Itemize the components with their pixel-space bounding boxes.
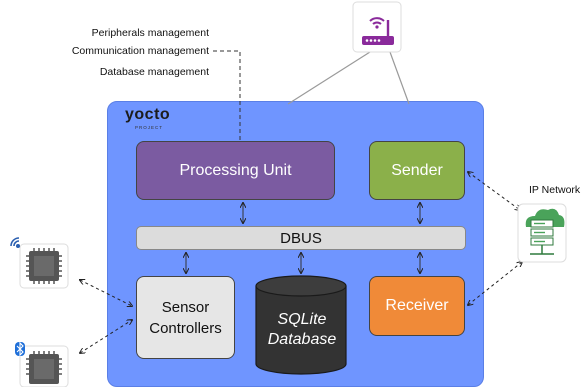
note-database: Database management [99,66,209,78]
dbus: DBUS [136,226,466,250]
sender-label: Sender [391,161,443,179]
router-icon [352,1,402,53]
receiver: Receiver [369,276,465,336]
arrow-bt-sensor [80,320,132,353]
arrow-wifi-sensor [80,280,132,306]
note-communication: Communication management [71,45,209,57]
database-label: SQLite Database [256,310,348,350]
ip-network-label: IP Network [529,184,581,196]
yocto-logo: yocto [125,106,171,123]
processing-unit-label: Processing Unit [179,161,292,179]
wifi-chip-icon [10,237,69,289]
arrow-receiver-cloud [468,262,522,305]
sensor-label-line1: Sensor [161,298,210,316]
note-connector [213,50,241,141]
receiver-label: Receiver [385,297,449,314]
note-peripherals: Peripherals management [91,27,209,39]
database-label-line1: SQLite [277,311,327,328]
cloud-server-icon [517,203,567,263]
arrow-sender-cloud [468,172,520,210]
sensor-label-line2: Controllers [149,319,222,337]
router-line-right [389,51,410,105]
sender: Sender [369,141,465,200]
dbus-label: DBUS [280,229,322,247]
database-cylinder [255,275,347,375]
database-label-line2: Database [267,331,337,348]
bluetooth-chip-icon [15,341,69,387]
processing-unit: Processing Unit [136,141,335,200]
router-line-left [287,51,371,105]
sensor-controllers: Sensor Controllers [136,276,235,359]
yocto-logo-sub: PROJECT [135,125,164,130]
